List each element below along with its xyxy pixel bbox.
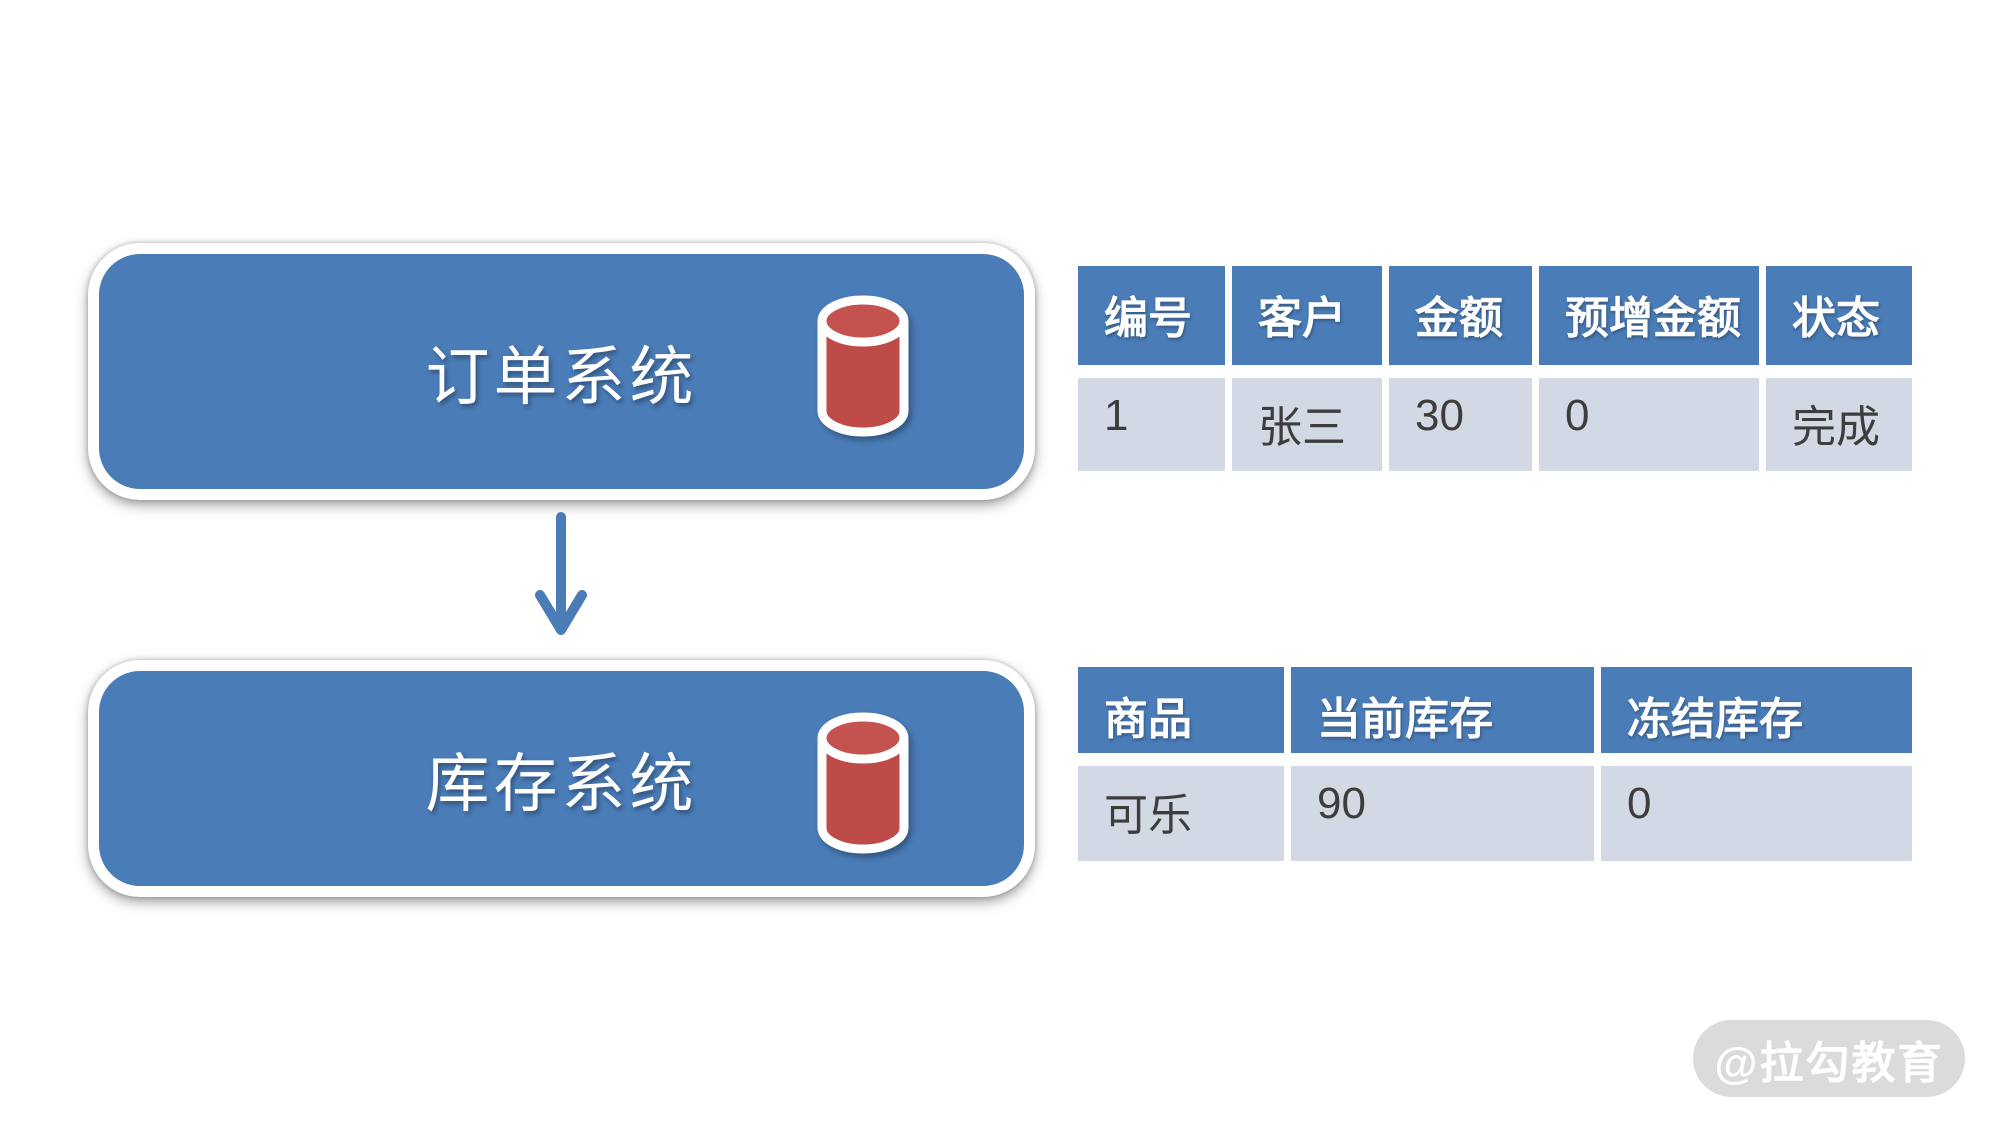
order-system-node: 订单系统 bbox=[88, 243, 1035, 500]
order-table-cell-amount: 30 bbox=[1389, 378, 1532, 471]
order-table-cell-status: 完成 bbox=[1766, 378, 1912, 471]
inventory-system-node: 库存系统 bbox=[88, 660, 1035, 897]
down-arrow-icon bbox=[535, 512, 587, 635]
database-cylinder-body bbox=[817, 321, 909, 437]
order-table-header-customer: 客户 bbox=[1232, 266, 1382, 365]
inventory-table-header-product: 商品 bbox=[1078, 667, 1284, 753]
order-table-cell-customer: 张三 bbox=[1232, 378, 1382, 471]
inventory-table-cell-product: 可乐 bbox=[1078, 766, 1284, 861]
order-system-label: 订单系统 bbox=[425, 340, 698, 413]
database-cylinder-top bbox=[817, 712, 909, 764]
inventory-table-header-frozen-stock: 冻结库存 bbox=[1601, 667, 1912, 753]
inventory-table-header-current-stock: 当前库存 bbox=[1291, 667, 1594, 753]
watermark-badge: @拉勾教育 bbox=[1693, 1020, 1965, 1097]
order-table-cell-id: 1 bbox=[1078, 378, 1225, 471]
down-arrow-path bbox=[535, 512, 587, 635]
watermark-text: @拉勾教育 bbox=[1714, 1038, 1944, 1088]
inventory-system-label: 库存系统 bbox=[425, 747, 698, 820]
order-table: 编号 客户 金额 预增金额 状态 1 张三 30 0 完成 bbox=[1078, 266, 1912, 471]
database-cylinder-body bbox=[817, 738, 909, 854]
order-table-header-pre-increase-amount: 预增金额 bbox=[1539, 266, 1759, 365]
inventory-table-cell-current-stock: 90 bbox=[1291, 766, 1594, 861]
database-cylinder-top bbox=[817, 295, 909, 347]
order-table-header-amount: 金额 bbox=[1389, 266, 1532, 365]
order-table-header-id: 编号 bbox=[1078, 266, 1225, 365]
database-cylinder-icon bbox=[817, 295, 909, 437]
inventory-table: 商品 当前库存 冻结库存 可乐 90 0 bbox=[1078, 667, 1912, 861]
order-table-header-status: 状态 bbox=[1766, 266, 1912, 365]
inventory-table-cell-frozen-stock: 0 bbox=[1601, 766, 1912, 861]
database-cylinder-icon bbox=[817, 712, 909, 854]
order-table-cell-pre-increase-amount: 0 bbox=[1539, 378, 1759, 471]
